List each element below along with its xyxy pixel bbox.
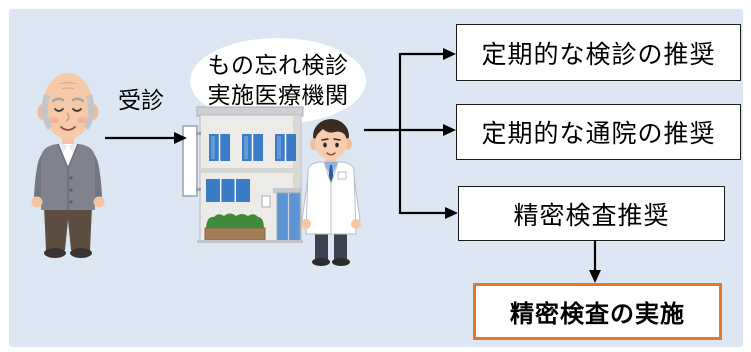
patient-right-shoe <box>70 248 92 258</box>
window <box>206 179 250 202</box>
recommendation-box-detailed-exam: 精密検査推奨 <box>458 186 725 241</box>
arrow-to-detailed-exam <box>589 241 601 283</box>
doctor-mouth <box>326 152 336 156</box>
patient-cheek <box>77 117 87 123</box>
window-reflection <box>211 136 215 159</box>
doctor-neck <box>326 157 336 165</box>
final-step-box-detailed-exam: 精密検査の実施 <box>473 283 722 340</box>
door-canopy <box>273 188 302 193</box>
patient-button <box>69 200 73 204</box>
arrow-head <box>443 124 456 136</box>
sign-bracket <box>196 132 201 135</box>
patient-right-hand <box>93 196 105 208</box>
hedge <box>206 213 264 230</box>
doctor-left-shoe <box>312 258 330 266</box>
patient-nose <box>65 112 70 122</box>
patient-button <box>69 176 73 180</box>
patient-mouth <box>60 126 76 131</box>
recommendation-box-regular-checkup: 定期的な検診の推奨 <box>456 24 741 81</box>
doctor-pocket <box>337 171 347 180</box>
doctor-head <box>310 119 352 160</box>
arrow-to-regular-checkup <box>400 48 456 60</box>
door-plate <box>261 195 271 208</box>
hedge-planter <box>204 213 266 241</box>
sign-board <box>182 125 198 197</box>
building-upper-windows <box>209 134 296 161</box>
facility-label-line1: もの忘れ検診 <box>207 53 349 79</box>
building-base <box>197 240 303 243</box>
patient-forehead-wrinkles <box>59 81 77 90</box>
arrow-to-exam-recommendation <box>400 207 458 219</box>
doctor-lapels <box>323 161 339 234</box>
patient-button <box>69 188 73 192</box>
patient-left-hand <box>31 196 43 208</box>
doctor-eyebrows <box>321 138 341 141</box>
window-frames <box>218 134 287 161</box>
arrow-head <box>445 207 458 219</box>
patient-legs <box>44 206 92 258</box>
patient-cardigan-edge <box>57 143 79 210</box>
doctor-legs <box>312 232 350 266</box>
patient-cheek <box>49 117 59 123</box>
arrow-to-regular-visits <box>400 124 456 136</box>
patient-upper-body <box>31 134 105 210</box>
doctor-left-eye <box>323 142 327 148</box>
sign-bracket <box>196 188 201 191</box>
patient-eyebrows <box>51 97 85 103</box>
doctor-bangs <box>314 120 348 139</box>
building-lower-window <box>206 179 250 202</box>
building-floor-band <box>200 168 301 173</box>
arrow-to-facility <box>105 132 187 144</box>
facility-label-line2: 実施医療機関 <box>207 83 349 109</box>
doctor-right-leg <box>334 232 347 260</box>
arrow-head <box>443 48 456 60</box>
arrow-head <box>174 132 187 144</box>
patient-left-shoe <box>44 248 66 258</box>
building-side-shade <box>293 116 300 241</box>
doctor-left-leg <box>315 232 328 260</box>
visit-label: 受診 <box>118 88 164 114</box>
elderly-man-icon <box>31 73 105 258</box>
building-door <box>276 192 301 242</box>
building-vertical-sign <box>182 125 201 197</box>
doctor-tie <box>328 165 334 182</box>
doctor-face <box>315 126 347 160</box>
patient-eyes <box>54 108 82 112</box>
window-frames <box>219 179 237 202</box>
patient-head <box>37 73 99 139</box>
window-reflection <box>277 136 281 159</box>
doctor-icon <box>301 119 361 266</box>
patient-trousers <box>44 206 92 250</box>
doctor-coat <box>301 157 361 235</box>
doctor-right-hand <box>351 219 361 229</box>
clinic-building-icon <box>182 106 304 243</box>
doctor-right-eye <box>335 142 339 148</box>
doctor-right-shoe <box>332 258 350 266</box>
doctor-left-hand <box>301 219 311 229</box>
window-reflection <box>244 136 248 159</box>
arrow-head <box>589 270 601 283</box>
recommendation-box-regular-visits: 定期的な通院の推奨 <box>456 104 741 160</box>
